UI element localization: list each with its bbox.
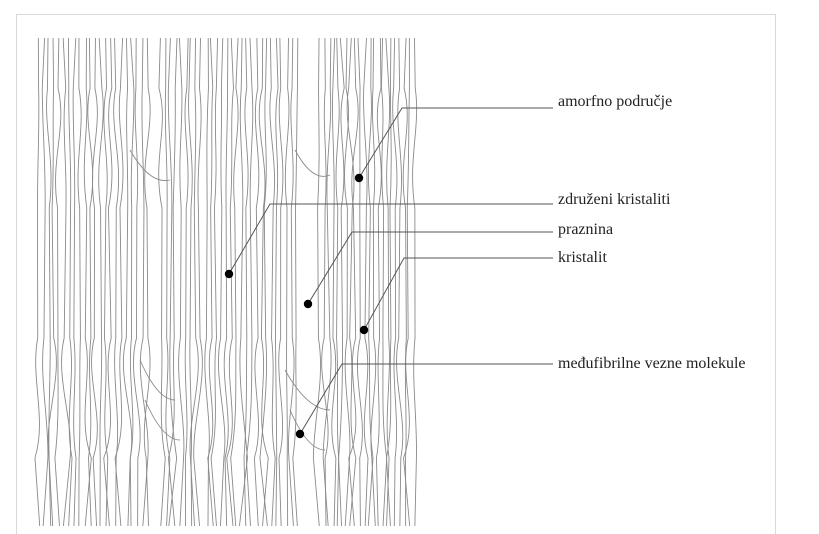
leader-void <box>308 232 553 304</box>
fibril-middle-strand <box>270 38 275 526</box>
label-crystallite: kristalit <box>558 250 607 266</box>
fibril-middle-strand <box>218 38 224 526</box>
label-void: praznina <box>558 222 613 238</box>
fibril-right-strand <box>313 38 320 526</box>
tie-molecule <box>285 370 330 410</box>
fibril-right-strand <box>381 38 386 526</box>
fibril-middle-strand <box>275 38 278 526</box>
label-amorphous-region: amorfno područje <box>558 94 672 110</box>
tie-molecule <box>295 150 330 176</box>
leader-crystallite <box>364 258 553 330</box>
fibril-left-strand <box>99 38 104 526</box>
dot-void <box>304 300 312 308</box>
fibril-middle-strand <box>205 38 210 526</box>
fibril-left-strand <box>140 38 148 526</box>
dot-tie-molecules <box>296 430 304 438</box>
dot-amorphous <box>355 174 363 182</box>
fibril-right-strand <box>332 38 336 526</box>
fibril-left-strand <box>92 38 98 526</box>
leader-assoc-crystallites <box>229 204 553 274</box>
fibril-left-strand <box>55 38 61 526</box>
label-associated-crystallites: združeni kristaliti <box>558 192 670 208</box>
tie-molecule <box>130 150 170 181</box>
fibril-right-strand <box>363 38 367 526</box>
fibril-left-strand <box>144 38 150 526</box>
fibril-middle-strand <box>159 38 166 526</box>
dot-assoc-crystallites <box>225 270 233 278</box>
leader-tie-molecules <box>300 364 553 434</box>
fibril-middle-strand <box>279 38 283 526</box>
fibril-left-strand <box>78 38 81 526</box>
fibril-middle-strand <box>254 38 258 526</box>
fibril-left-strand <box>114 38 119 526</box>
fibril-left-strand <box>35 38 40 526</box>
fibril-bundles <box>35 38 417 526</box>
fibril-left-strand <box>73 38 76 526</box>
fibril-right-strand <box>404 38 410 526</box>
fibril-left-strand <box>130 38 134 526</box>
fibril-middle-strand <box>293 38 298 526</box>
fibril-right-strand <box>322 38 328 526</box>
fibril-left-strand <box>133 38 140 526</box>
label-interfibrillar-tie-molecules: međufibrilne vezne molekule <box>558 356 745 372</box>
fibril-left-strand <box>88 38 93 526</box>
fibril-right-strand <box>376 38 381 526</box>
fibril-left-strand <box>123 38 131 526</box>
fibril-right-strand <box>393 38 397 526</box>
fibril-middle-strand <box>185 38 188 526</box>
fibril-middle-strand <box>179 38 184 526</box>
fibril-right-strand <box>413 38 417 526</box>
fibril-middle-strand <box>165 38 170 526</box>
fibril-middle-strand <box>246 38 252 526</box>
dot-crystallite <box>360 326 368 334</box>
